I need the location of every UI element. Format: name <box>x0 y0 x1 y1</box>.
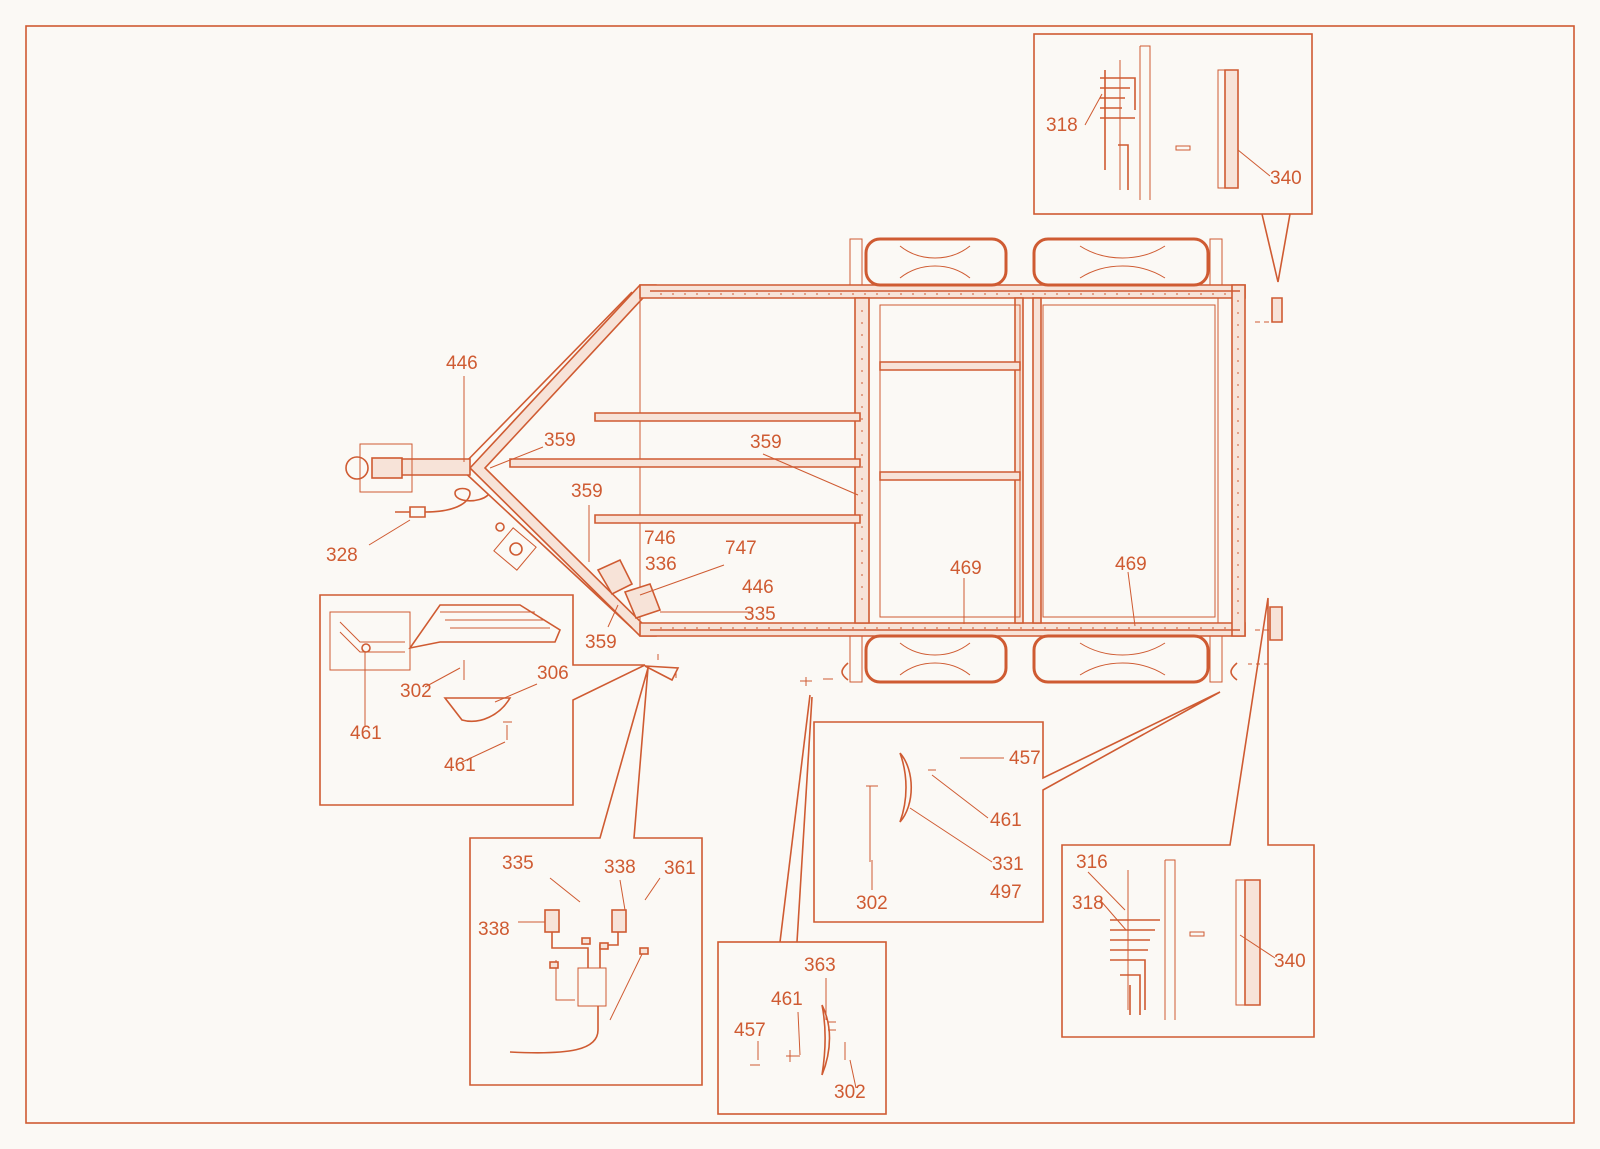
label-340-bottom: 340 <box>1274 951 1306 972</box>
leader-lines <box>364 93 1276 1089</box>
longitudinal-member <box>594 412 861 422</box>
label-318-bottom: 318 <box>1072 893 1104 914</box>
wheels <box>849 237 1223 684</box>
label-363: 363 <box>804 955 836 976</box>
label-302-marker: 302 <box>400 681 432 702</box>
label-461-side: 461 <box>771 989 803 1010</box>
trailer-frame <box>345 284 1246 637</box>
wheel-bottom-left <box>864 634 1008 684</box>
label-306: 306 <box>537 663 569 684</box>
detail-front-marker <box>319 594 646 806</box>
label-318-top: 318 <box>1046 115 1078 136</box>
label-335-wiring: 335 <box>502 853 534 874</box>
label-446-b: 446 <box>742 577 774 598</box>
label-335: 335 <box>744 604 776 625</box>
label-338-a: 338 <box>604 857 636 878</box>
wheel-bottom-right <box>1032 634 1210 684</box>
detail-tail-light-top <box>1033 33 1313 283</box>
detail-wiring <box>469 667 703 1086</box>
label-338-b: 338 <box>478 919 510 940</box>
label-497: 497 <box>990 882 1022 903</box>
callout-labels: 446 359 359 359 328 746 747 336 446 335 … <box>326 115 1306 1103</box>
label-457-side: 457 <box>734 1020 766 1041</box>
detail-tail-light-bottom <box>1061 597 1315 1038</box>
label-302-side: 302 <box>834 1082 866 1103</box>
detail-fender-light <box>779 691 1221 943</box>
label-469-b: 469 <box>1115 554 1147 575</box>
label-361: 361 <box>664 858 696 879</box>
label-461-marker-a: 461 <box>350 723 382 744</box>
label-446-tongue: 446 <box>446 353 478 374</box>
label-336: 336 <box>645 554 677 575</box>
label-461-marker-b: 461 <box>444 755 476 776</box>
label-302-fender: 302 <box>856 893 888 914</box>
coupler <box>359 443 413 493</box>
label-461-fender: 461 <box>990 810 1022 831</box>
wheel-top-left <box>864 237 1008 287</box>
label-469-a: 469 <box>950 558 982 579</box>
junction-box <box>596 558 634 596</box>
label-359-b: 359 <box>750 432 782 453</box>
label-746: 746 <box>644 528 676 549</box>
label-328: 328 <box>326 545 358 566</box>
label-359-c: 359 <box>571 481 603 502</box>
label-359-a: 359 <box>544 430 576 451</box>
tongue <box>391 458 471 476</box>
detail-side-marker <box>717 941 887 1115</box>
label-316: 316 <box>1076 852 1108 873</box>
label-457-fender: 457 <box>1009 748 1041 769</box>
wheel-top-right <box>1032 237 1210 287</box>
label-359-d: 359 <box>585 632 617 653</box>
label-340-top: 340 <box>1270 168 1302 189</box>
page-border <box>25 25 1575 1124</box>
label-747: 747 <box>725 538 757 559</box>
label-331: 331 <box>992 854 1024 875</box>
jack <box>493 527 537 571</box>
